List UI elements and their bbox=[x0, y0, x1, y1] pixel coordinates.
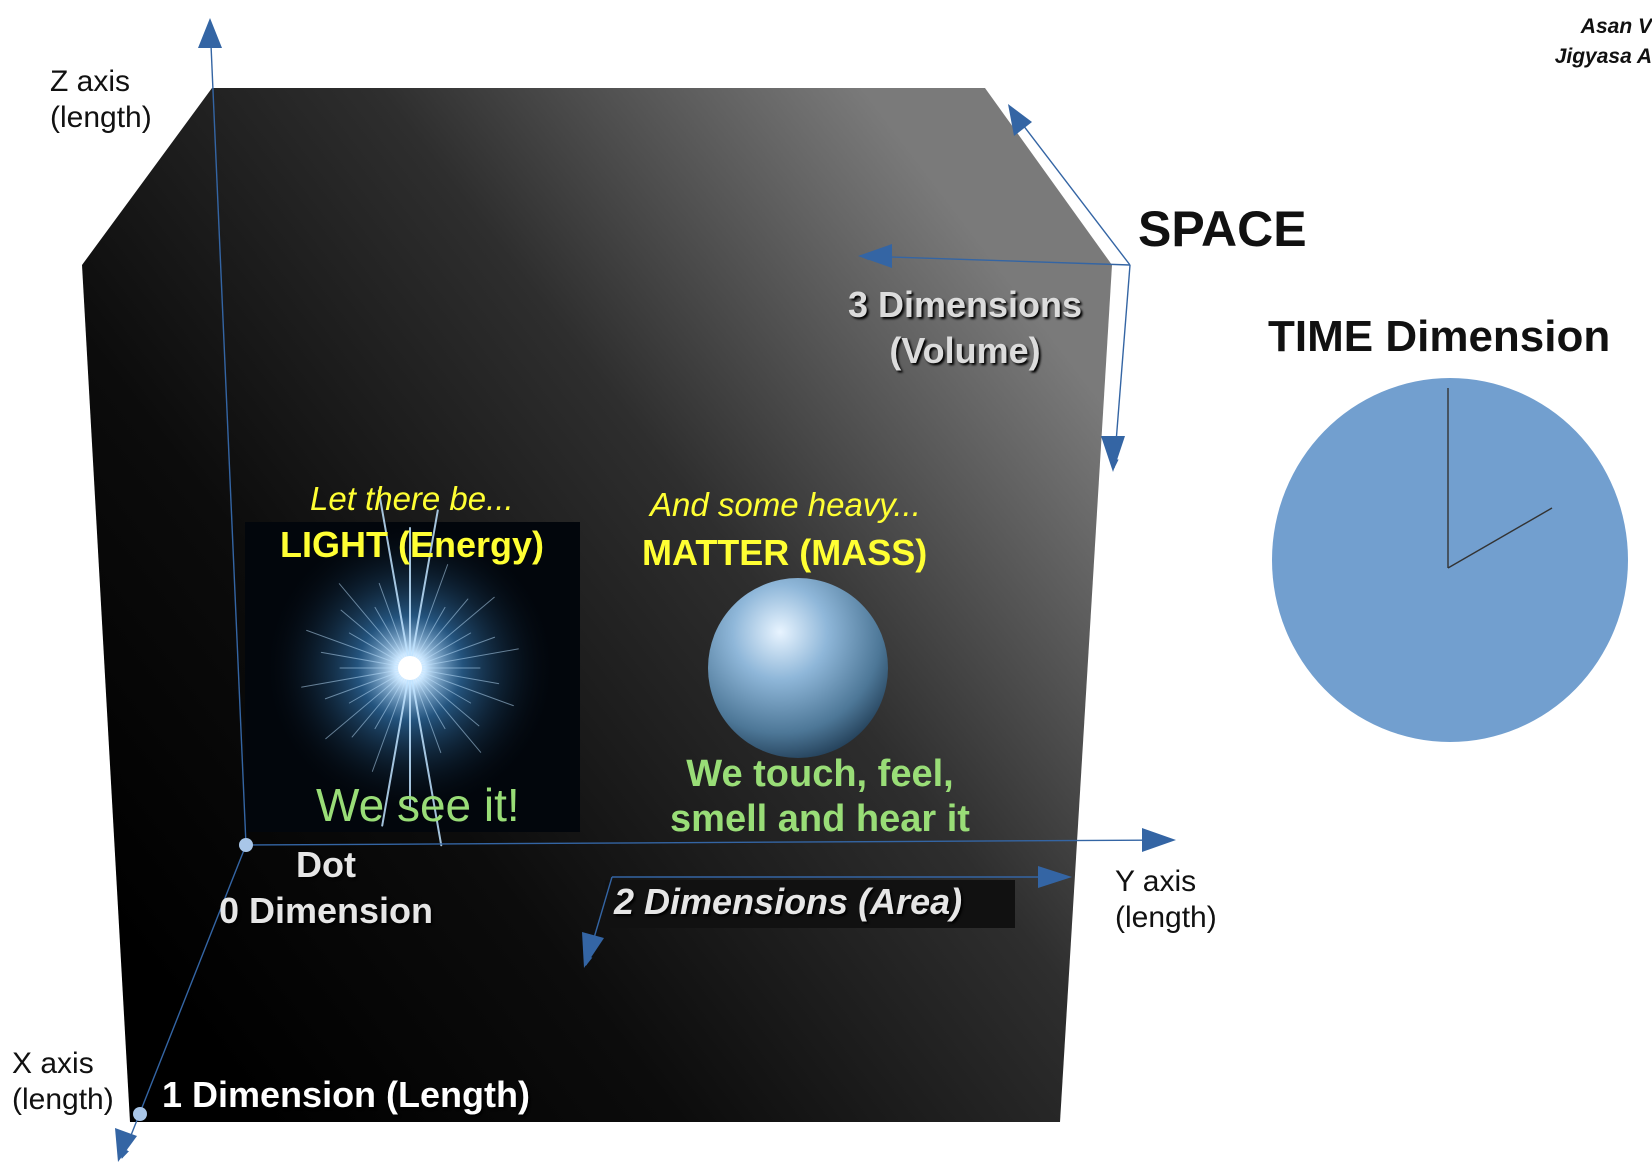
time-dimension-title: TIME Dimension bbox=[1268, 312, 1611, 361]
credit-line-2: Jigyasa A bbox=[1554, 45, 1652, 68]
matter-caption-line-2: smell and hear it bbox=[670, 798, 970, 840]
y-axis-label: Y axis (length) bbox=[1115, 864, 1217, 936]
credit-line-1: Asan V bbox=[1580, 15, 1652, 38]
clock-hand-hour bbox=[1447, 507, 1553, 569]
light-ray bbox=[371, 667, 411, 772]
light-ray bbox=[378, 582, 411, 669]
light-ray bbox=[409, 648, 519, 669]
light-ray bbox=[306, 629, 411, 669]
author-credit: Asan V Jigyasa A bbox=[1555, 12, 1652, 72]
light-ray bbox=[409, 667, 482, 753]
light-ray bbox=[301, 667, 411, 688]
dot-label-line-2: 0 Dimension bbox=[218, 890, 434, 931]
light-ray bbox=[381, 667, 411, 827]
space-title: SPACE bbox=[1138, 201, 1307, 257]
z-axis-label: Z axis (length) bbox=[50, 64, 152, 136]
volume-label-line-1: 3 Dimensions bbox=[847, 284, 1083, 325]
x-axis-title: X axis bbox=[12, 1047, 94, 1080]
matter-caption: We touch, feel, smell and hear it bbox=[650, 752, 990, 842]
light-ray bbox=[409, 596, 495, 669]
light-ray bbox=[409, 667, 480, 727]
area-label-backing bbox=[605, 880, 1015, 928]
light-title: LIGHT (Energy) bbox=[280, 524, 545, 565]
light-burst-image bbox=[245, 489, 580, 847]
light-ray bbox=[409, 667, 514, 707]
x-axis-arrow bbox=[121, 844, 247, 1159]
volume-arrow-left bbox=[859, 252, 1131, 266]
axis-lines bbox=[121, 21, 1173, 1159]
light-ray bbox=[338, 583, 411, 669]
y-axis-title: Y axis bbox=[1115, 865, 1197, 898]
light-ray bbox=[340, 609, 411, 669]
axis-arrowheads bbox=[115, 18, 1176, 1162]
x-end-dot bbox=[133, 1107, 147, 1121]
x-axis-label: X axis (length) bbox=[12, 1046, 114, 1118]
time-clock bbox=[1272, 378, 1628, 742]
dot-label-line-1: Dot bbox=[296, 844, 356, 885]
light-ray bbox=[409, 667, 500, 685]
light-ray bbox=[409, 598, 469, 669]
z-axis-arrow bbox=[206, 21, 247, 846]
light-ray bbox=[320, 651, 411, 669]
matter-sphere bbox=[708, 578, 888, 758]
y-axis-unit: (length) bbox=[1115, 901, 1217, 934]
origin-dot bbox=[239, 838, 253, 852]
matter-title: MATTER (MASS) bbox=[642, 532, 928, 573]
z-axis-unit: (length) bbox=[50, 101, 152, 134]
matter-caption-line-1: We touch, feel, bbox=[686, 753, 954, 795]
light-intro: Let there be... bbox=[310, 480, 514, 517]
light-ray bbox=[409, 667, 443, 847]
volume-label-line-2: (Volume) bbox=[889, 330, 1041, 371]
y-axis-arrow bbox=[245, 836, 1173, 846]
dot-label: Dot 0 Dimension bbox=[206, 842, 446, 934]
light-ray bbox=[409, 667, 442, 754]
volume-label: 3 Dimensions (Volume) bbox=[820, 282, 1110, 374]
light-ray bbox=[409, 509, 439, 669]
volume-arrow-down bbox=[1110, 264, 1131, 469]
volume-arrow-up bbox=[1009, 107, 1131, 266]
x-axis-unit: (length) bbox=[12, 1083, 114, 1116]
space-cube bbox=[82, 88, 1112, 1122]
light-ray bbox=[409, 636, 496, 669]
light-ray bbox=[324, 667, 411, 700]
matter-intro: And some heavy... bbox=[650, 486, 921, 523]
light-ray bbox=[409, 564, 449, 669]
length-label: 1 Dimension (Length) bbox=[162, 1074, 530, 1115]
area-label: 2 Dimensions (Area) bbox=[614, 881, 963, 922]
z-axis-title: Z axis bbox=[50, 65, 131, 98]
light-ray bbox=[351, 667, 411, 738]
light-ray bbox=[325, 667, 411, 740]
light-ray bbox=[377, 489, 411, 669]
light-caption: We see it! bbox=[316, 779, 520, 831]
